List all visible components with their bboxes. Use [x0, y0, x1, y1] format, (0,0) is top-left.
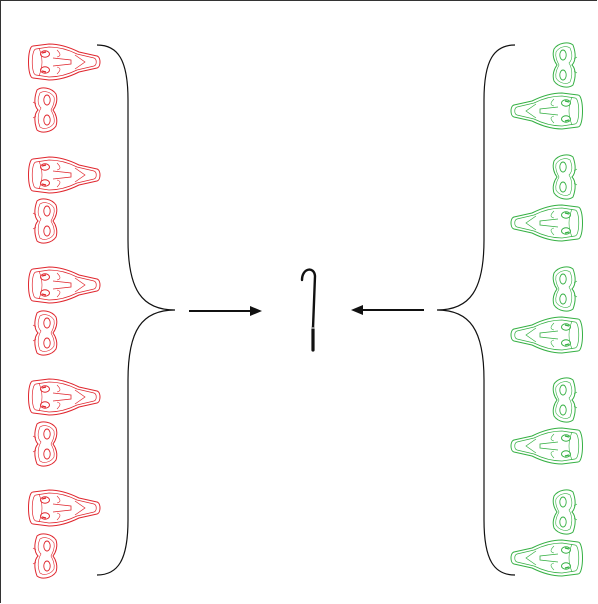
domino-mask-icon — [552, 489, 578, 535]
theatre-mask-icon — [27, 489, 101, 527]
theatre-mask-icon — [510, 539, 584, 577]
walking-cane-icon — [300, 268, 317, 352]
domino-mask-icon — [32, 87, 58, 133]
theatre-mask-icon — [510, 92, 584, 130]
right-arrow — [351, 305, 424, 315]
left-pair-5 — [27, 489, 101, 579]
left-arrow — [189, 306, 262, 316]
left-pair-1 — [27, 43, 101, 133]
domino-mask-icon — [32, 421, 58, 467]
theatre-mask-icon — [27, 43, 101, 81]
right-pair-4 — [510, 377, 584, 465]
domino-mask-icon — [552, 266, 578, 312]
domino-mask-icon — [552, 154, 578, 200]
left-pair-2 — [27, 156, 101, 244]
right-mask-group — [510, 42, 584, 577]
theatre-mask-icon — [27, 156, 101, 194]
left-mask-group — [27, 43, 101, 579]
domino-mask-icon — [32, 198, 58, 244]
theatre-mask-icon — [510, 316, 584, 354]
right-curly-brace — [436, 44, 516, 576]
theatre-mask-icon — [510, 204, 584, 242]
right-pair-1 — [510, 42, 584, 130]
left-pair-4 — [27, 378, 101, 467]
right-pair-2 — [510, 154, 584, 242]
domino-mask-icon — [32, 533, 58, 579]
domino-mask-icon — [552, 377, 578, 423]
theatre-mask-icon — [27, 378, 101, 416]
right-pair-5 — [510, 489, 584, 577]
domino-mask-icon — [552, 42, 578, 88]
theatre-mask-icon — [510, 427, 584, 465]
theatre-mask-icon — [27, 266, 101, 304]
domino-mask-icon — [32, 310, 58, 356]
left-pair-3 — [27, 266, 101, 356]
left-curly-brace — [96, 44, 176, 576]
right-pair-3 — [510, 266, 584, 354]
